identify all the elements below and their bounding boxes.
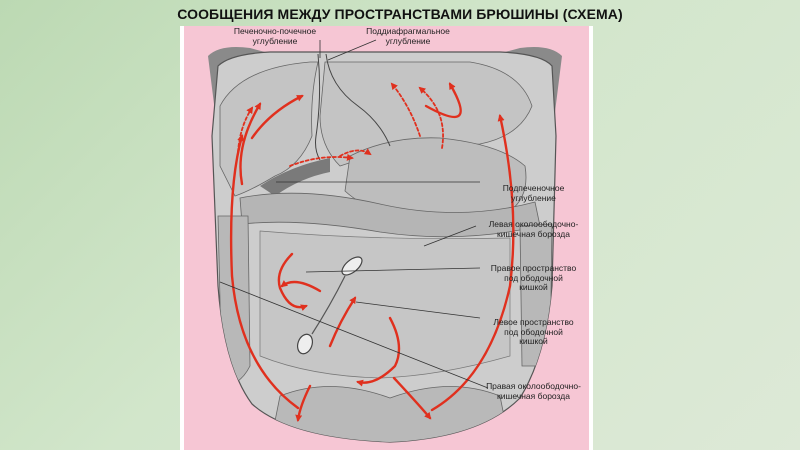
- sigmoid-colon: [269, 386, 511, 442]
- label-left-subcolic-space: Левое пространство под ободочной кишкой: [493, 317, 574, 346]
- label-right-paracolic-gutter: Правая околоободочно- кишечная борозда: [486, 381, 581, 401]
- arrow-subhepatic-dotted: [289, 153, 354, 167]
- arrow-right-subcolic: [277, 252, 308, 312]
- label-subhepatic-recess: Подпеченочное углубление: [502, 183, 565, 203]
- subhepatic-space: [260, 158, 330, 196]
- small-intestine: [259, 230, 511, 379]
- arrow-left-subcolic: [328, 296, 357, 348]
- diagram-panel: Печеночно-почечное углубление Поддиафраг…: [180, 26, 593, 450]
- label-hepatorenal-recess: Печеночно-почечное углубление: [233, 26, 317, 46]
- liver: [219, 61, 319, 197]
- label-subphrenic-recess: Поддиафрагмальное углубление: [366, 26, 450, 46]
- diagram-title: СООБЩЕНИЯ МЕЖДУ ПРОСТРАНСТВАМИ БРЮШИНЫ (…: [177, 6, 623, 22]
- arrow-right-paracolic: [229, 134, 300, 410]
- label-right-subcolic-space: Правое пространство под ободочной кишкой: [490, 263, 577, 292]
- arrow-left-paracolic: [424, 82, 462, 119]
- peritoneal-diagram: [180, 26, 593, 450]
- label-left-paracolic-gutter: Левая околоободочно- кишечная борозда: [488, 219, 579, 239]
